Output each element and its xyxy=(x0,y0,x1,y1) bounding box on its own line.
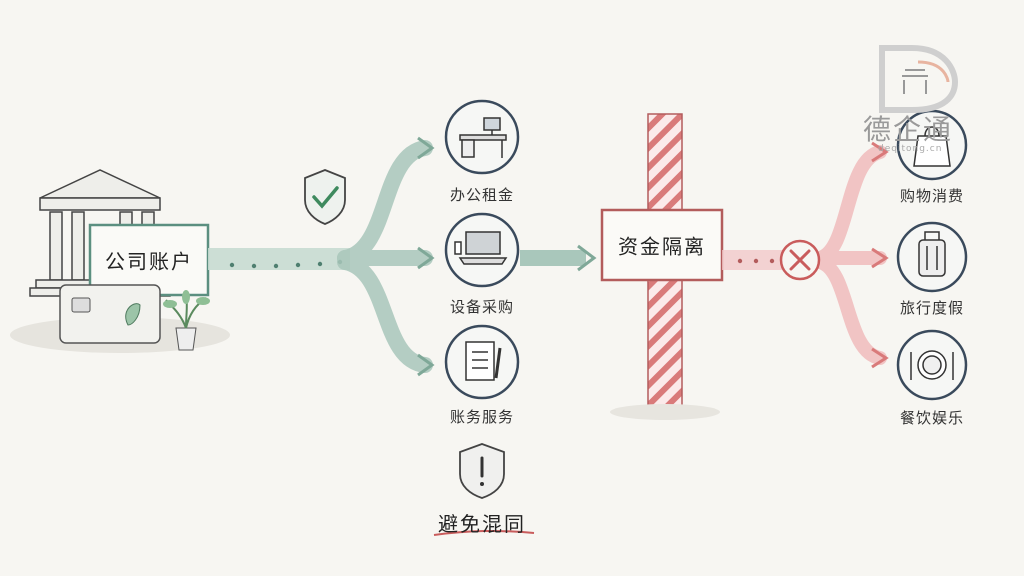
shopping-label: 购物消费 xyxy=(899,187,965,205)
check-shield-icon xyxy=(304,169,346,225)
dining-plate-icon xyxy=(910,350,954,380)
red-arrowheads xyxy=(871,141,889,369)
arrow-to-separation-head xyxy=(577,244,597,272)
shopping-bag-icon xyxy=(913,126,951,167)
green-arrowheads xyxy=(417,136,435,377)
warning-underline xyxy=(433,529,535,536)
logo-name: 德企通 xyxy=(863,113,954,146)
red-flow-dots xyxy=(737,258,775,264)
company-account-label: 公司账户 xyxy=(105,249,193,274)
separation-box xyxy=(600,208,724,282)
office-rent-label: 办公租金 xyxy=(449,186,515,204)
prohibited-x-icon xyxy=(779,239,821,281)
suitcase-icon xyxy=(918,231,946,277)
logo-mark xyxy=(879,45,959,113)
notebook-icon xyxy=(465,341,502,381)
desk-icon xyxy=(459,117,507,158)
accounting-service-label: 账务服务 xyxy=(449,408,515,426)
green-flow-trunk xyxy=(208,248,350,270)
avoid-mixing-label: 避免混同 xyxy=(438,512,526,536)
dining-label: 餐饮娱乐 xyxy=(899,409,965,427)
bank-card-icon xyxy=(59,284,161,344)
fund-separation-label: 资金隔离 xyxy=(618,234,706,259)
laptop-icon xyxy=(454,231,508,265)
green-branches xyxy=(337,140,433,373)
logo-sub: deqitong.cn xyxy=(878,144,943,154)
warning-shield-icon xyxy=(459,443,505,499)
equipment-purchase-label: 设备采购 xyxy=(449,298,515,316)
barrier-shadow xyxy=(610,404,720,420)
red-branches xyxy=(813,145,887,365)
potted-plant-icon xyxy=(163,290,210,351)
travel-label: 旅行度假 xyxy=(899,299,965,317)
